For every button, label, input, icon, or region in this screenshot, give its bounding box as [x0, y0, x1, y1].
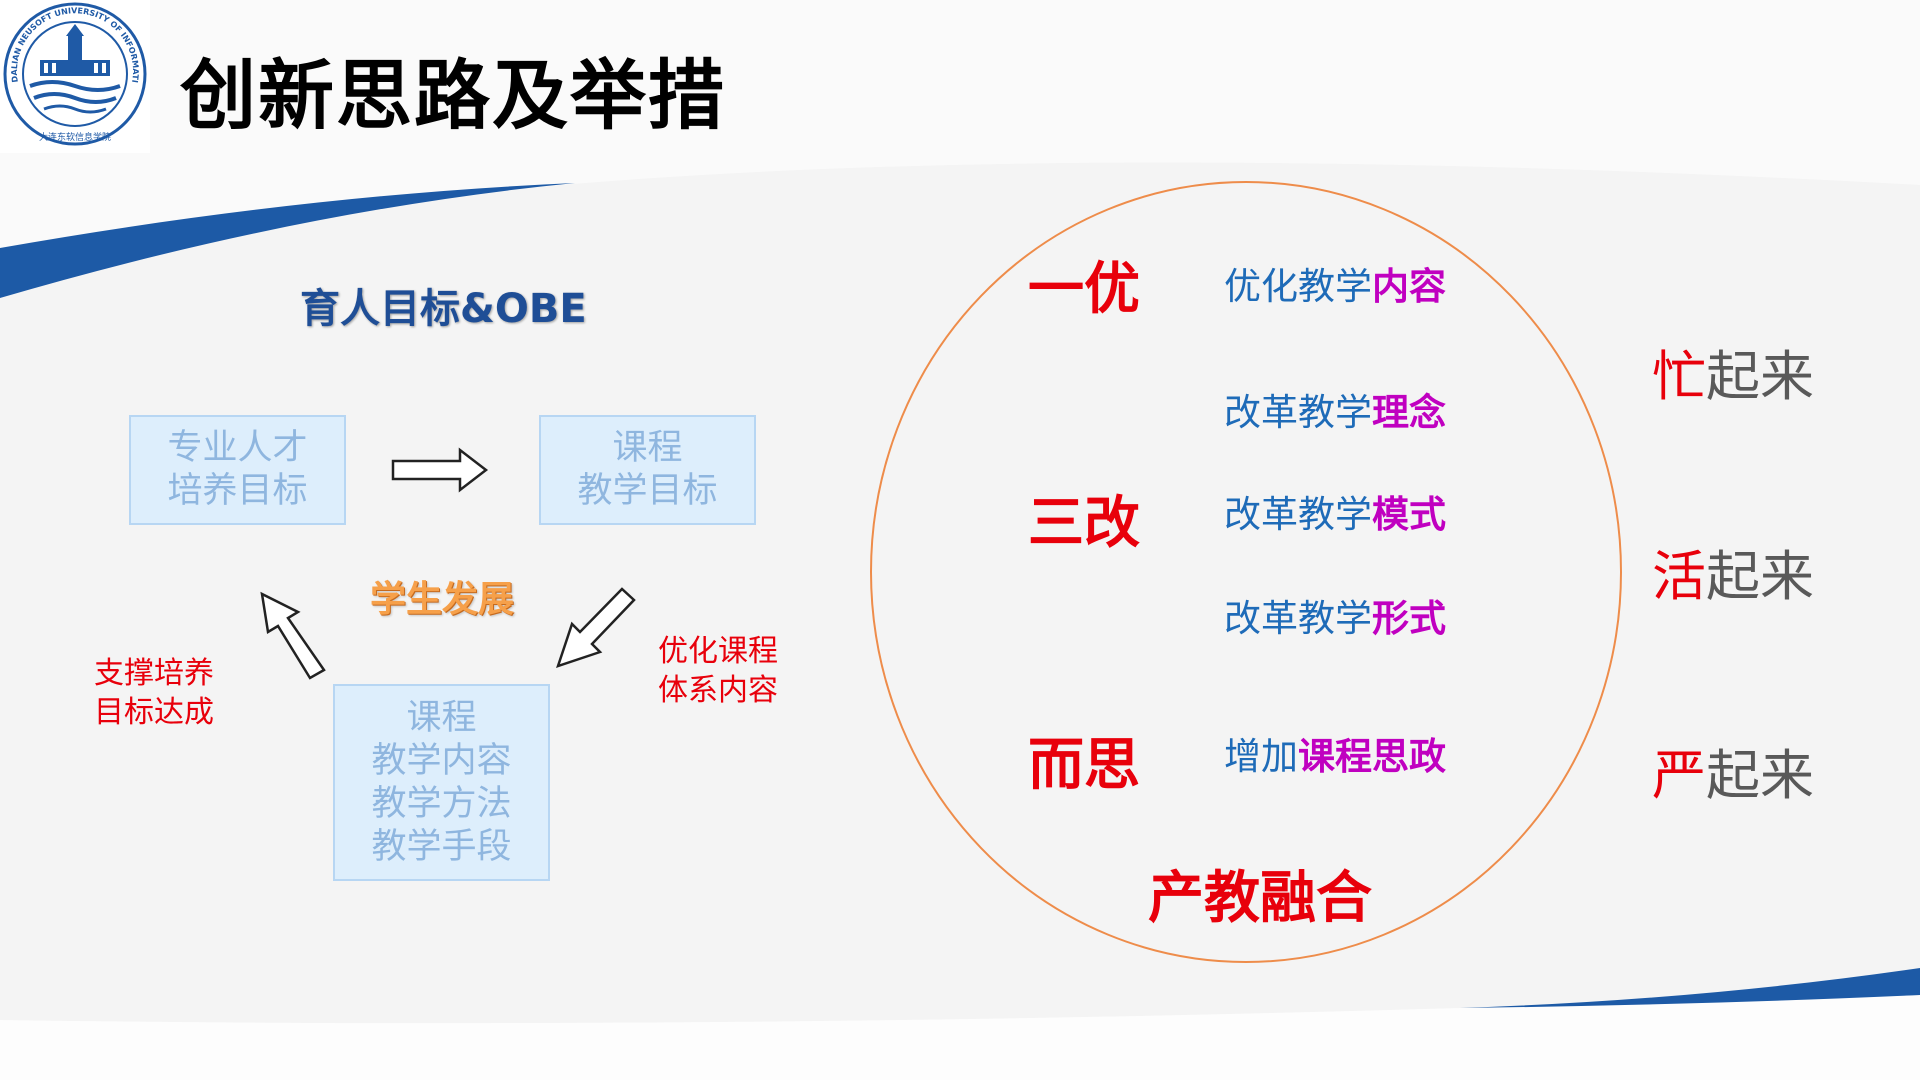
obe-heading: 育人目标&OBE: [300, 286, 587, 332]
measure-highlight: 内容: [1372, 265, 1446, 308]
arrow-down-left-icon: [556, 587, 636, 668]
box-line: 教学内容: [371, 740, 512, 781]
box-line: 教学目标: [577, 471, 718, 511]
slogan-rest: 起来: [1706, 744, 1814, 807]
slogan-strict: 严起来: [1652, 731, 1814, 810]
note-line: 体系内容: [658, 673, 778, 708]
university-seal-icon: DALIAN NEUSOFT UNIVERSITY OF INFORMATION…: [0, 0, 150, 153]
arrow-up-left-icon: [260, 591, 326, 680]
box-line: 教学手段: [371, 826, 512, 867]
student-development-label: 学生发展: [370, 579, 515, 620]
course-content-box: 课程 教学内容 教学方法 教学手段: [333, 684, 550, 881]
note-line: 优化课程: [658, 634, 778, 669]
box-line: 课程: [612, 428, 683, 468]
measure-highlight: 课程思政: [1298, 735, 1446, 778]
category-sangai: 三改: [1028, 491, 1140, 556]
svg-text:大连东软信息学院: 大连东软信息学院: [39, 131, 111, 143]
slogan-first-char: 活: [1652, 545, 1706, 608]
box-line: 专业人才: [167, 428, 308, 468]
measure-prefix: 改革教学: [1224, 597, 1372, 640]
box-line: 教学方法: [371, 783, 512, 824]
talent-goal-box: 专业人才 培养目标: [129, 415, 346, 525]
measure-prefix: 优化教学: [1224, 265, 1372, 308]
measure-prefix: 增加: [1224, 735, 1298, 778]
circle-outline: [870, 181, 1622, 963]
slogan-active: 活起来: [1652, 532, 1814, 611]
note-line: 目标达成: [94, 695, 214, 730]
box-line: 培养目标: [167, 471, 308, 511]
category-yiyou: 一优: [1028, 257, 1140, 322]
box-line: 课程: [406, 697, 477, 738]
slogan-rest: 起来: [1706, 345, 1814, 408]
slogan-busy: 忙起来: [1652, 332, 1814, 411]
arrow-right-icon: [391, 447, 489, 493]
slogan-first-char: 严: [1652, 744, 1706, 807]
university-logo: DALIAN NEUSOFT UNIVERSITY OF INFORMATION…: [0, 0, 150, 153]
industry-education-integration: 产教融合: [1148, 866, 1372, 931]
course-goal-box: 课程 教学目标: [539, 415, 756, 525]
category-ersi: 而思: [1028, 733, 1140, 798]
slogan-rest: 起来: [1706, 545, 1814, 608]
note-line: 支撑培养: [94, 656, 214, 691]
measure-item: 改革教学模式: [1224, 484, 1446, 538]
measure-prefix: 改革教学: [1224, 391, 1372, 434]
slogan-first-char: 忙: [1652, 345, 1706, 408]
optimize-course-note: 优化课程 体系内容: [658, 632, 778, 710]
measure-item: 增加课程思政: [1224, 726, 1446, 780]
measure-highlight: 模式: [1372, 493, 1446, 536]
measure-highlight: 形式: [1372, 597, 1446, 640]
page-title: 创新思路及举措: [180, 51, 726, 140]
support-goal-note: 支撑培养 目标达成: [94, 654, 214, 732]
measure-item: 优化教学内容: [1224, 256, 1446, 310]
measure-item: 改革教学理念: [1224, 382, 1446, 436]
measure-prefix: 改革教学: [1224, 493, 1372, 536]
measure-item: 改革教学形式: [1224, 588, 1446, 642]
measure-highlight: 理念: [1372, 391, 1446, 434]
